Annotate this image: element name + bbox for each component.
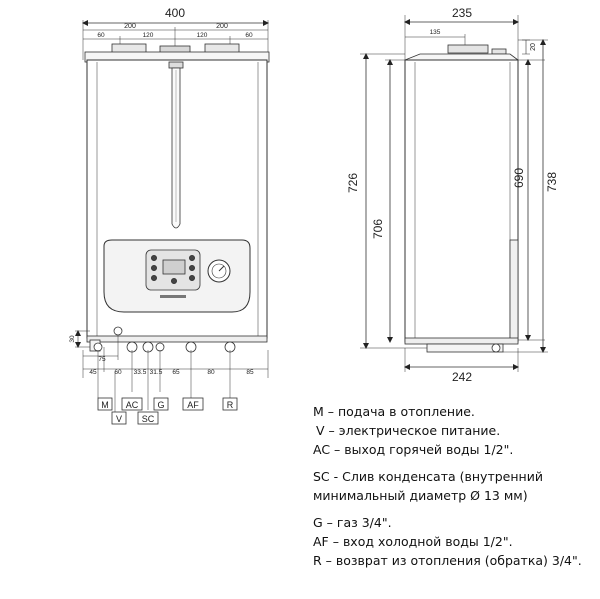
dim-120-left: 120	[143, 32, 154, 39]
legend-g: G – газ 3/4".	[313, 515, 392, 530]
dim-bottom-31-5: 31.5	[150, 369, 163, 376]
dim-side-135: 135	[430, 29, 441, 36]
label-ac: AC	[126, 400, 139, 410]
dim-side-235: 235	[452, 6, 472, 20]
legend-v: V – электрическое питание.	[316, 423, 501, 438]
dim-bottom-33-5: 33.5	[134, 369, 147, 376]
dim-bottom-45: 45	[89, 369, 97, 376]
dim-120-right: 120	[197, 32, 208, 39]
dim-60-left: 60	[97, 32, 105, 39]
dim-overall-width: 400	[165, 6, 185, 20]
label-r: R	[227, 400, 234, 410]
legend-ac: AC – выход горячей воды 1/2".	[313, 442, 514, 457]
front-view	[75, 20, 270, 412]
label-v: V	[116, 414, 122, 424]
label-m: M	[101, 400, 109, 410]
label-af: AF	[187, 400, 199, 410]
dim-height-30: 30	[69, 335, 76, 343]
legend-r: R – возврат из отопления (обратка) 3/4".	[313, 553, 582, 568]
legend-sc-line-2: минимальный диаметр Ø 13 мм)	[313, 488, 528, 503]
dim-side-20: 20	[530, 43, 537, 51]
dim-side-738: 738	[545, 172, 559, 192]
legend-af: AF – вход холодной воды 1/2".	[313, 534, 513, 549]
dim-side-726: 726	[346, 173, 360, 193]
legend-m: M – подача в отопление.	[313, 404, 475, 419]
label-sc: SC	[142, 414, 155, 424]
dim-bottom-60: 60	[114, 369, 122, 376]
dim-60-right: 60	[245, 32, 253, 39]
side-view	[360, 15, 548, 372]
dim-bottom-80: 80	[207, 369, 215, 376]
connections-legend: M – подача в отопление. V – электрическо…	[313, 402, 598, 570]
dim-200-right: 200	[216, 23, 228, 30]
dim-75: 75	[98, 356, 106, 363]
dim-side-706: 706	[371, 219, 385, 239]
dim-side-242: 242	[452, 370, 472, 384]
dim-bottom-65: 65	[172, 369, 180, 376]
dim-side-690: 690	[512, 168, 526, 188]
connection-label-boxes	[97, 397, 238, 425]
label-g: G	[157, 400, 164, 410]
legend-sc-line-1: SC - Слив конденсата (внутренний	[313, 469, 543, 484]
dim-bottom-85: 85	[246, 369, 254, 376]
dim-200-left: 200	[124, 23, 136, 30]
